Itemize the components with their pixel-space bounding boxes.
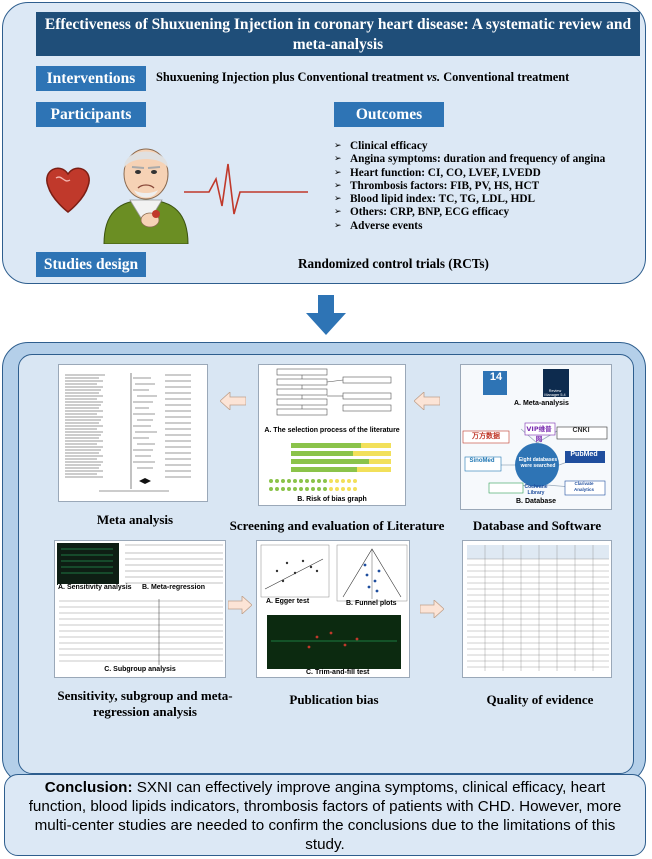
outcome-item: Others: CRP, BNP, ECG efficacy bbox=[334, 206, 605, 220]
interventions-vs: vs. bbox=[426, 70, 441, 84]
outcome-item: Blood lipid index: TC, TG, LDL, HDL bbox=[334, 193, 605, 207]
logo-revman: Review Manager 5.4 bbox=[544, 389, 566, 397]
caption-trim-fill: C. Trim-and-fill test bbox=[306, 669, 370, 676]
logo-pubmed: PubMed bbox=[570, 451, 598, 458]
down-arrow-icon bbox=[306, 295, 346, 340]
database-software-caption: Database and Software bbox=[472, 518, 602, 533]
caption-risk-of-bias: B. Risk of bias graph bbox=[297, 496, 367, 503]
studies-design-text: Randomized control trials (RCTs) bbox=[298, 256, 489, 271]
outcome-item: Thrombosis factors: FIB, PV, HS, HCT bbox=[334, 180, 605, 194]
right-arrow-icon bbox=[419, 599, 445, 623]
outcome-item: Angina symptoms: duration and frequency … bbox=[334, 153, 605, 167]
outcome-item: Adverse events bbox=[334, 220, 605, 234]
outcome-item: Heart function: CI, CO, LVEF, LVEDD bbox=[334, 167, 605, 181]
interventions-text-b: Conventional treatment bbox=[440, 70, 570, 84]
participants-label: Participants bbox=[36, 102, 146, 127]
outcomes-list: Clinical efficacy Angina symptoms: durat… bbox=[334, 140, 605, 233]
conclusion-box: Conclusion: SXNI can effectively improve… bbox=[4, 774, 646, 856]
screening-thumbnail bbox=[258, 364, 406, 506]
forest-plot-thumbnail bbox=[58, 364, 208, 502]
caption-db-meta: A. Meta-analysis bbox=[514, 400, 569, 407]
quality-evidence-thumbnail bbox=[462, 540, 612, 678]
elderly-patient-illustration bbox=[34, 134, 308, 245]
caption-sensitivity: A. Sensitivity analysis bbox=[58, 584, 138, 591]
quality-caption: Quality of evidence bbox=[486, 692, 594, 707]
caption-meta-regression: B. Meta-regression bbox=[142, 584, 222, 591]
publication-bias-thumbnail bbox=[256, 540, 410, 678]
conclusion-text: SXNI can effectively improve angina symp… bbox=[28, 779, 622, 853]
logo-cochrane: Cochrane Library bbox=[524, 484, 548, 496]
caption-subgroup: C. Subgroup analysis bbox=[104, 666, 176, 673]
sensitivity-thumbnail bbox=[54, 540, 226, 678]
interventions-text: Shuxuening Injection plus Conventional t… bbox=[156, 70, 569, 85]
interventions-label: Interventions bbox=[36, 66, 146, 91]
database-software-thumbnail bbox=[460, 364, 612, 510]
page-title: Effectiveness of Shuxuening Injection in… bbox=[36, 12, 640, 56]
studies-design-label: Studies design bbox=[36, 252, 146, 277]
logo-cnki: CNKI bbox=[572, 427, 590, 434]
publication-bias-caption: Publication bias bbox=[289, 692, 379, 707]
conclusion-label: Conclusion: bbox=[44, 779, 133, 796]
caption-funnel: B. Funnel plots bbox=[346, 600, 397, 607]
left-arrow-icon bbox=[413, 391, 441, 415]
logo-sinomed: SinoMed bbox=[469, 458, 495, 464]
outcomes-label: Outcomes bbox=[334, 102, 444, 127]
logo-vip: VIP维普网 bbox=[526, 425, 552, 443]
logo-wanfang: 万方数据 bbox=[472, 432, 500, 440]
outcome-item: Clinical efficacy bbox=[334, 140, 605, 154]
meta-analysis-caption: Meta analysis bbox=[96, 512, 174, 527]
right-arrow-icon bbox=[227, 595, 253, 619]
caption-egger: A. Egger test bbox=[266, 598, 310, 605]
logo-origin: 14 bbox=[489, 371, 503, 383]
caption-db-database: B. Database bbox=[516, 498, 557, 505]
interventions-text-a: Shuxuening Injection plus Conventional t… bbox=[156, 70, 427, 84]
logo-clarivate: Clarivate Analytics bbox=[573, 481, 594, 492]
caption-selection-process: A. The selection process of the literatu… bbox=[262, 427, 402, 434]
screening-caption: Screening and evaluation of Literature bbox=[229, 518, 445, 533]
sensitivity-caption: Sensitivity, subgroup and meta-regressio… bbox=[57, 688, 233, 719]
left-arrow-icon bbox=[219, 391, 247, 415]
db-center-label: Eight databases were searched bbox=[518, 457, 558, 469]
